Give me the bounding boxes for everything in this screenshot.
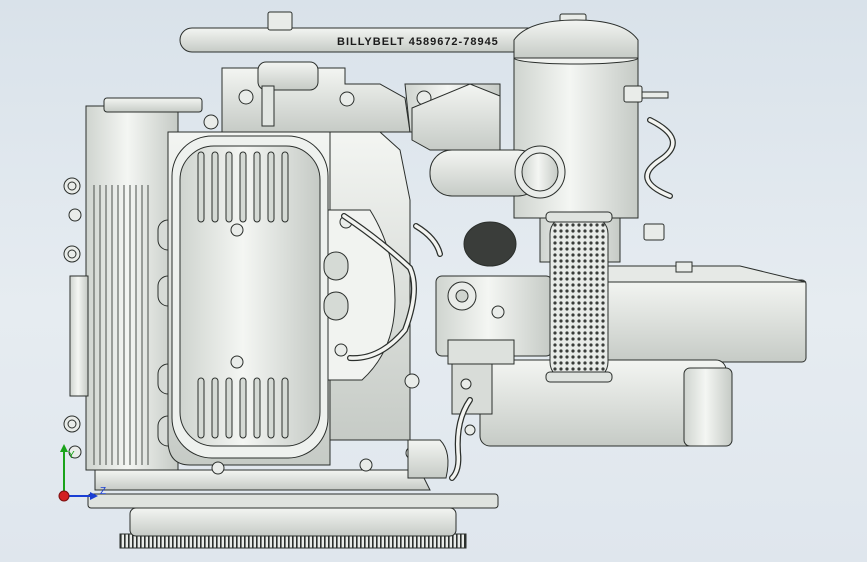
triad-origin: [58, 490, 70, 502]
valve-cover-ribs: [197, 151, 289, 439]
fan-shroud: [599, 279, 807, 363]
triad-y-label: Y: [68, 450, 75, 461]
triad-y-arrow: [60, 444, 68, 452]
flywheel: [129, 507, 457, 537]
crankcase-base: [94, 469, 431, 491]
hoses: [341, 117, 676, 481]
triad-z-arrow: [90, 492, 98, 500]
coordinate-triad-icon[interactable]: Y Z: [50, 440, 120, 510]
left-bolts: [63, 177, 82, 459]
triad-z-label: Z: [100, 486, 106, 497]
belt-label: BILLYBELT 4589672-78945: [337, 36, 499, 48]
air-filter: [549, 215, 609, 381]
cylinder-fins: [93, 185, 149, 465]
valve-cover-bolts: [203, 114, 244, 475]
